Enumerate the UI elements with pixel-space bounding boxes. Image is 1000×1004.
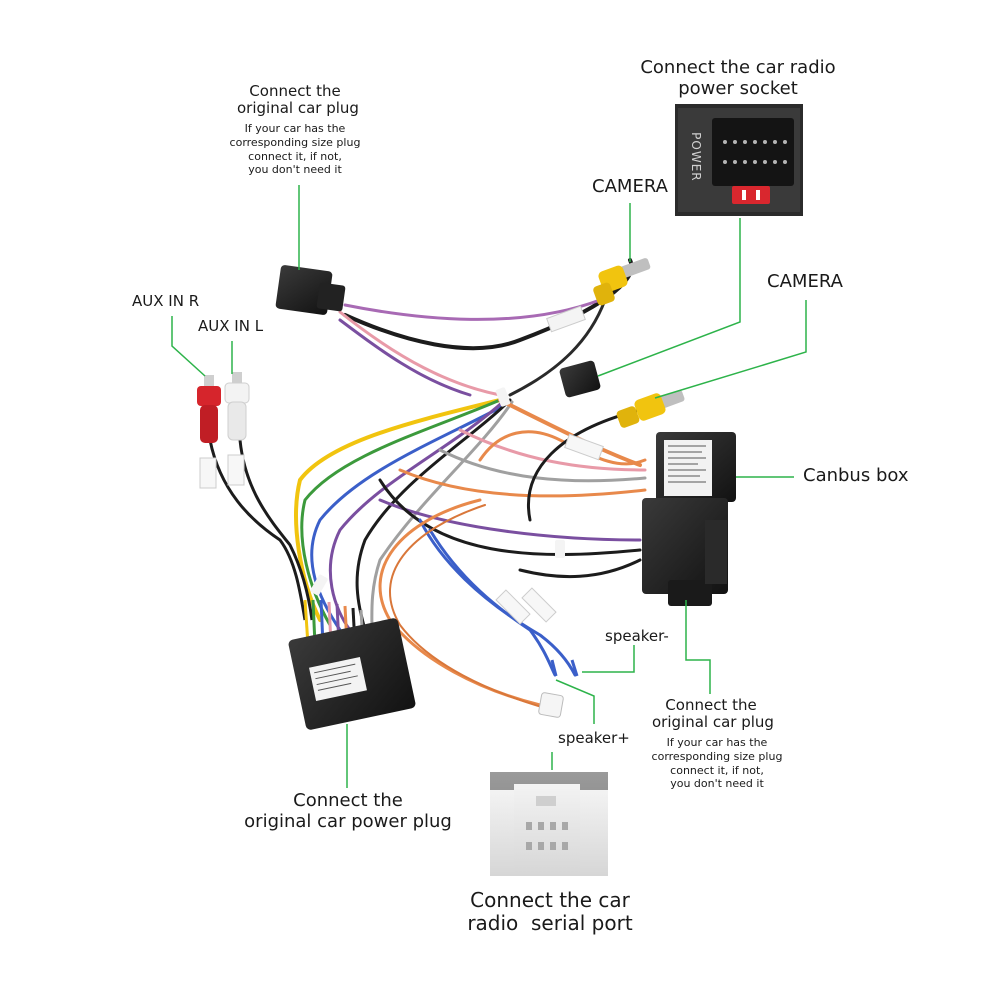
power-plug-label-line1: Connect the: [293, 790, 403, 811]
car-plug-top-note-line1: If your car has the: [244, 122, 346, 135]
car-plug-right-note: If your car has the corresponding size p…: [640, 736, 794, 791]
middle-small-connector: [559, 360, 601, 398]
top-car-plug-connector: [275, 265, 346, 315]
power-plug-connector: [288, 599, 416, 730]
canbus-label: Canbus box: [803, 465, 909, 486]
camera-right-label: CAMERA: [767, 271, 843, 292]
aux-l-label: AUX IN L: [198, 317, 264, 335]
serial-port-label: Connect the car radio serial port: [460, 889, 640, 935]
speaker-wire-tips: [550, 659, 579, 677]
power-socket-photo: [675, 104, 803, 216]
car-plug-top-title-line2: original car plug: [237, 99, 359, 118]
power-socket-text: POWER: [688, 132, 703, 182]
aux-l-plug: [224, 372, 250, 441]
car-plug-top-title: Connect the original car plug: [237, 82, 359, 118]
serial-port-photo: [490, 772, 608, 876]
camera-top-label: CAMERA: [592, 176, 668, 197]
car-plug-right-note-line2: corresponding size plug: [651, 749, 783, 763]
leader-lines: [171, 185, 807, 788]
cable-ties: [310, 387, 604, 625]
car-plug-right-title: Connect the original car plug: [652, 696, 774, 732]
top-camera-plug: [546, 258, 651, 333]
speaker-plus-label: speaker+: [558, 729, 630, 747]
right-camera-plug: [616, 390, 685, 428]
car-plug-top-note-line4: you don't need it: [248, 163, 342, 177]
serial-port-label-line2: radio serial port: [467, 911, 633, 935]
aux-r-plug: [197, 375, 221, 443]
power-plug-label: Connect the original car power plug: [238, 790, 458, 832]
wire-bundle: [294, 258, 647, 709]
canbus-box: [642, 432, 736, 606]
car-plug-right-note-line1: If your car has the: [666, 736, 768, 749]
car-plug-right-note-line3: connect it, if not,: [670, 763, 764, 777]
aux-cable-tags: [199, 454, 245, 489]
radio-power-label-line1: Connect the car radio: [640, 57, 836, 78]
aux-r-label: AUX IN R: [132, 292, 200, 310]
serial-white-plug: [538, 692, 564, 718]
car-plug-right-title-line1: Connect the: [665, 696, 757, 714]
speaker-minus-label: speaker-: [605, 627, 669, 645]
car-plug-right-note-line4: you don't need it: [670, 777, 764, 791]
car-plug-top-note-line2: corresponding size plug: [229, 135, 361, 149]
car-plug-top-note-line3: connect it, if not,: [248, 149, 342, 163]
car-plug-top-note: If your car has the corresponding size p…: [218, 122, 372, 177]
car-plug-right-title-line2: original car plug: [652, 713, 774, 732]
car-plug-top-title-line1: Connect the: [249, 82, 341, 100]
radio-power-label: Connect the car radio power socket: [636, 57, 840, 99]
serial-port-label-line1: Connect the car: [470, 888, 630, 912]
aux-cables: [208, 439, 314, 621]
power-plug-label-line2: original car power plug: [244, 810, 452, 832]
radio-power-label-line2: power socket: [678, 77, 798, 99]
